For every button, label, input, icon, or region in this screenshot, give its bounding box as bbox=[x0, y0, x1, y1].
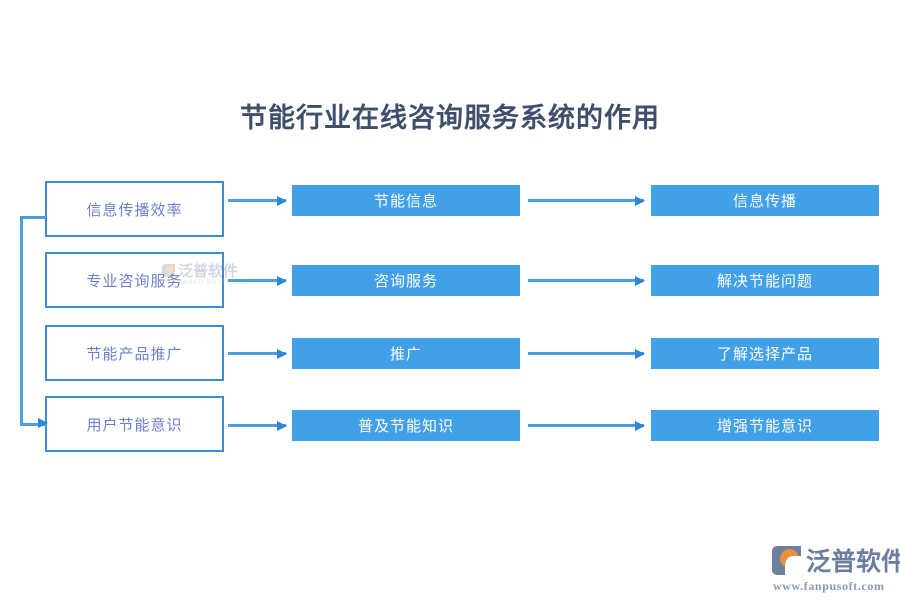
arrow-factor-to-service-1 bbox=[228, 199, 286, 202]
service-node-3[interactable]: 推广 bbox=[292, 338, 520, 369]
arrow-service-to-outcome-1 bbox=[528, 199, 644, 202]
fanpu-logo-icon bbox=[772, 545, 801, 575]
arrow-factor-to-service-2 bbox=[228, 279, 286, 282]
brand-logo: 泛普软件 www.fanpusoft.com bbox=[772, 542, 900, 594]
brand-logo-row: 泛普软件 bbox=[772, 542, 900, 578]
arrow-factor-to-service-3 bbox=[228, 352, 286, 355]
factor-node-2[interactable]: 专业咨询服务 bbox=[45, 252, 224, 308]
arrow-service-to-outcome-4 bbox=[528, 424, 644, 427]
outcome-node-1[interactable]: 信息传播 bbox=[651, 185, 879, 216]
service-node-1[interactable]: 节能信息 bbox=[292, 185, 520, 216]
factor-node-3[interactable]: 节能产品推广 bbox=[45, 325, 224, 381]
factor-node-4[interactable]: 用户节能意识 bbox=[45, 396, 224, 452]
service-node-4[interactable]: 普及节能知识 bbox=[292, 410, 520, 441]
service-node-2[interactable]: 咨询服务 bbox=[292, 265, 520, 296]
arrow-service-to-outcome-3 bbox=[528, 352, 644, 355]
loop-connector-line bbox=[20, 216, 46, 426]
arrow-service-to-outcome-2 bbox=[528, 279, 644, 282]
page-title: 节能行业在线咨询服务系统的作用 bbox=[240, 103, 660, 133]
arrow-factor-to-service-4 bbox=[228, 424, 286, 427]
brand-logo-name: 泛普软件 bbox=[806, 549, 900, 576]
outcome-node-2[interactable]: 解决节能问题 bbox=[651, 265, 879, 296]
brand-logo-url: www.fanpusoft.com bbox=[773, 579, 885, 593]
outcome-node-3[interactable]: 了解选择产品 bbox=[651, 338, 879, 369]
loop-connector-arrowhead-icon bbox=[38, 418, 48, 428]
factor-node-1[interactable]: 信息传播效率 bbox=[45, 181, 224, 237]
outcome-node-4[interactable]: 增强节能意识 bbox=[651, 410, 879, 441]
